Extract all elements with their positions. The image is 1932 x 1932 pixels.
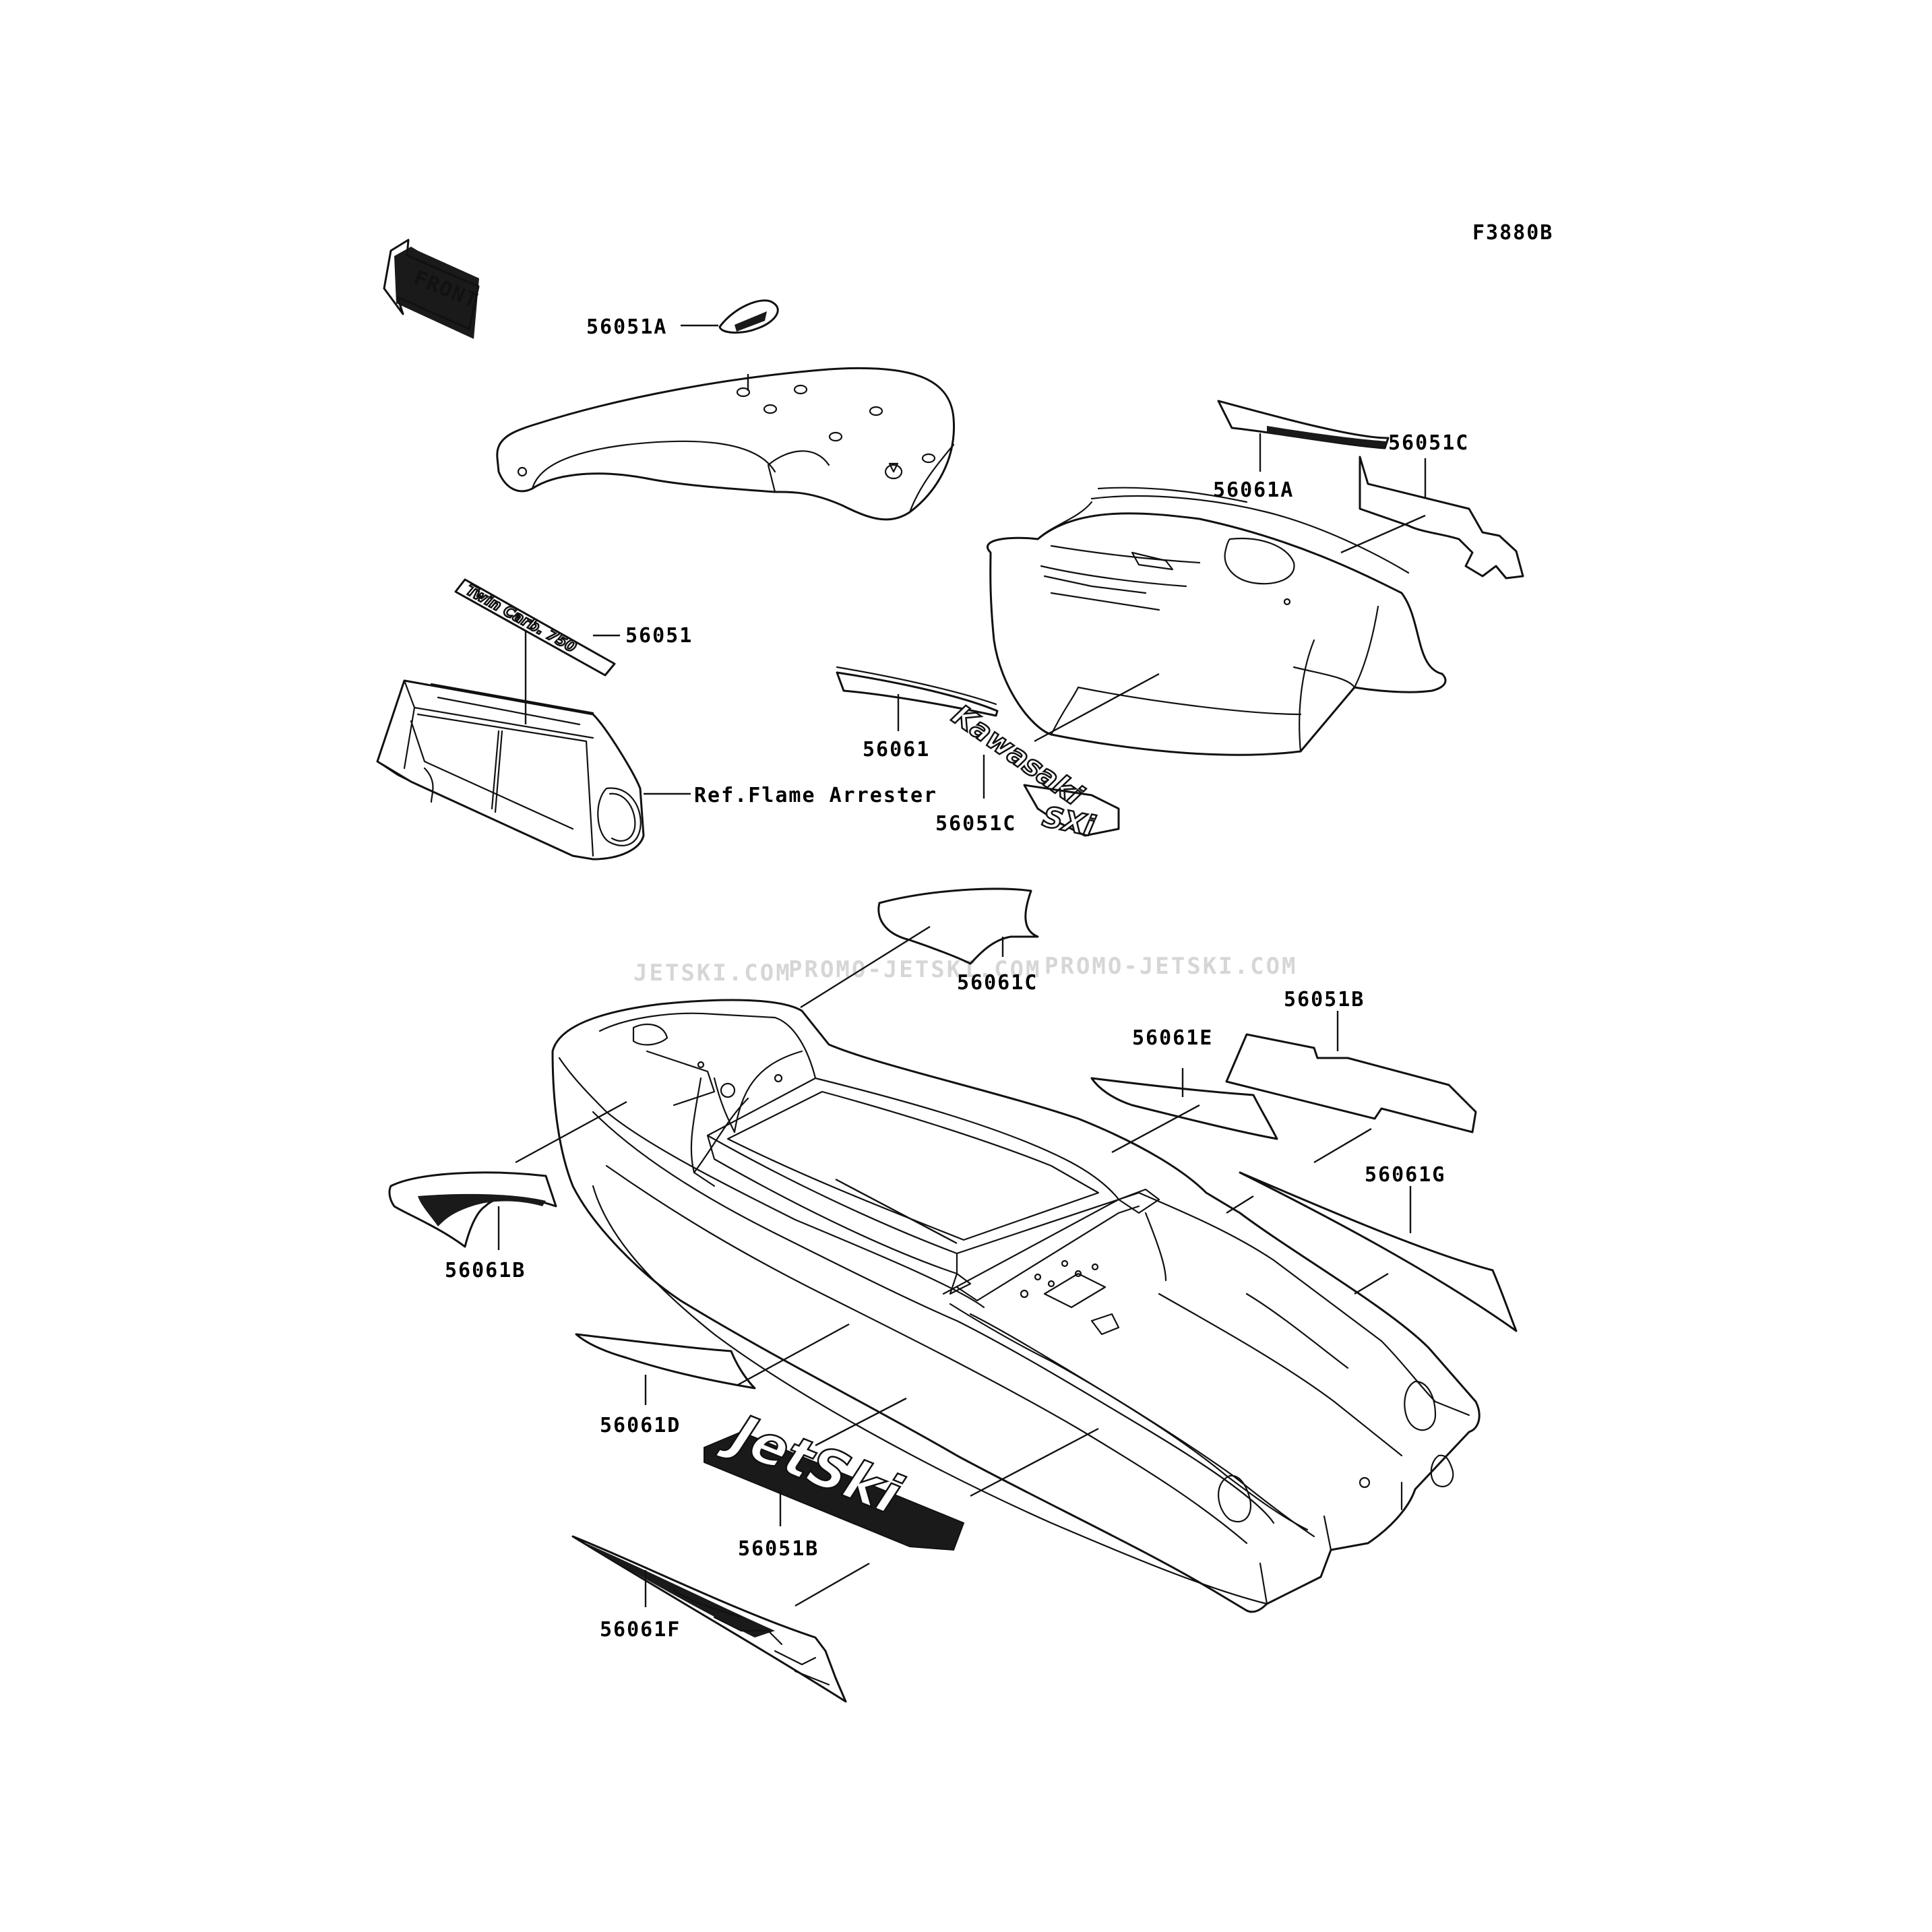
watermark-promo-1: PROMO-JETSKI.COM [788, 956, 1042, 983]
leader-56061b-b [515, 1100, 627, 1164]
leader-56051b-bottom-b [815, 1397, 907, 1447]
leader-56051b-top-b [1313, 1127, 1372, 1164]
leader-hull-side [970, 1427, 1099, 1497]
callout-56061e: 56061E [1132, 1026, 1213, 1050]
leader-56061e-b [1111, 1104, 1200, 1154]
decal-56061e [1090, 1077, 1278, 1140]
watermark-promo-2: PROMO-JETSKI.COM [1045, 953, 1298, 980]
front-arrow-icon: FRONT [383, 239, 482, 339]
leader-56061d-b [737, 1323, 850, 1386]
figure-code: F3880B [1472, 221, 1553, 245]
callout-56051c-top: 56051C [1388, 431, 1469, 455]
callout-56061d: 56061D [600, 1414, 681, 1437]
leader-56051c-top-b [1340, 514, 1426, 554]
jetski-logo-text: JetSki [714, 1399, 910, 1527]
callout-56061g: 56061G [1365, 1163, 1445, 1187]
decal-56051c-top [1359, 456, 1524, 580]
callout-56051b-top: 56051B [1284, 988, 1365, 1011]
callout-56061a: 56061A [1213, 478, 1294, 502]
leader-56061c-a [800, 925, 931, 1009]
callout-ref-flame-arrester: Ref.Flame Arrester [694, 784, 937, 807]
callout-56061f: 56061F [600, 1618, 681, 1642]
decal-56051b-jetski: JetSki [704, 1398, 965, 1551]
decal-56061-stripe [836, 666, 999, 717]
hull-deck [551, 999, 1481, 1613]
engine-hood [987, 487, 1447, 756]
decal-56051b-top [1225, 1033, 1477, 1133]
decal-56061f [571, 1535, 847, 1703]
sxi-logo-text: SXi [1040, 800, 1098, 843]
leader-56061f-b [794, 1562, 870, 1607]
leader-56061g-b [1226, 1195, 1254, 1214]
callout-56051c-mid: 56051C [935, 812, 1016, 836]
leader-hull-tray [835, 1178, 958, 1245]
leader-56061g-c [1354, 1272, 1389, 1295]
callout-56061c: 56061C [957, 971, 1038, 995]
decal-56061c [877, 887, 1039, 965]
decal-56061d [575, 1333, 756, 1390]
callout-56061: 56061 [863, 738, 930, 761]
callout-56051b-bottom: 56051B [738, 1537, 819, 1561]
leader-hood-a [1034, 673, 1160, 743]
handle-pole-cover [496, 367, 956, 521]
decal-56061g [1239, 1171, 1518, 1332]
twin-carb-text: Twin Carb. 750 [463, 582, 579, 656]
decal-56051-twin-carb: Twin Carb. 750 [454, 578, 616, 677]
decal-56051a-emblem [718, 299, 779, 334]
callout-56051a: 56051A [586, 315, 667, 339]
kawasaki-logo-text: Kawasaki [946, 698, 1089, 812]
decal-56061a-stripe [1217, 400, 1390, 449]
callout-56061b: 56061B [445, 1259, 526, 1282]
callout-56051: 56051 [625, 624, 693, 648]
flame-arrester [376, 679, 645, 861]
watermark-jetski: JETSKI.COM [633, 960, 792, 987]
decal-56061b [388, 1171, 557, 1248]
